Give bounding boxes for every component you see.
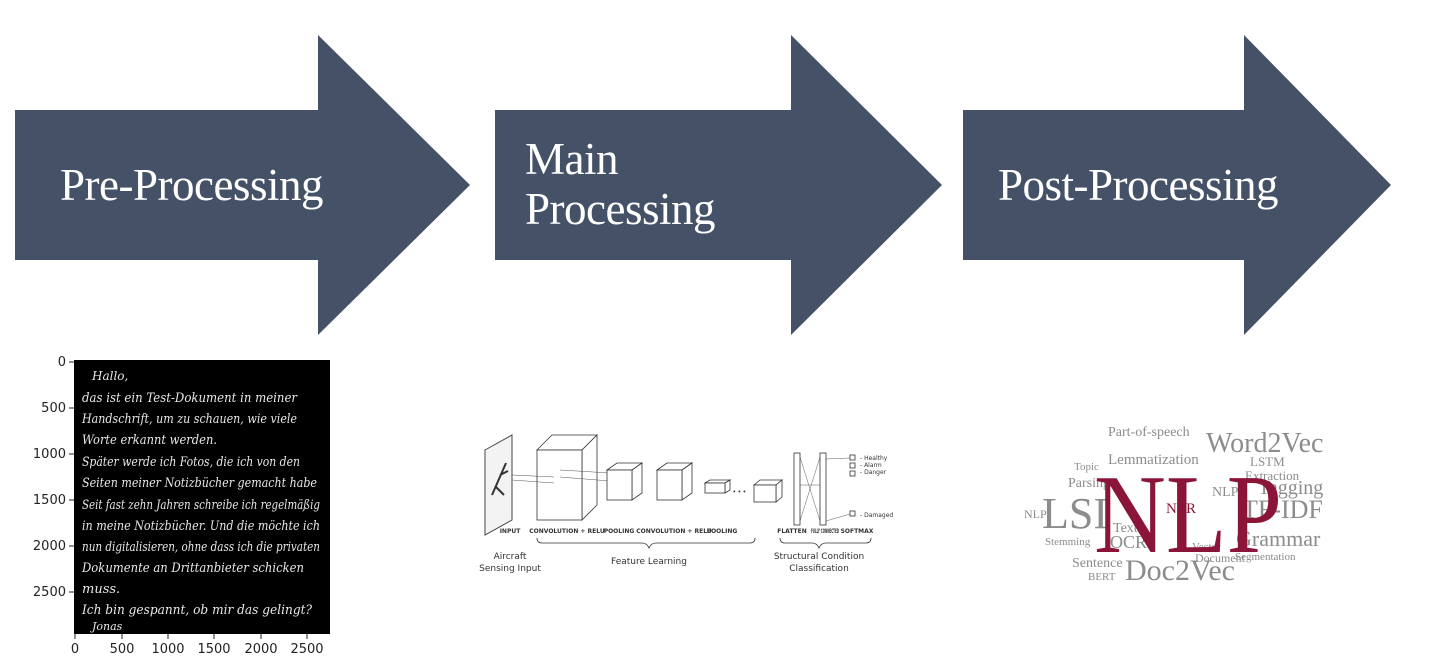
pool-layer-2: . . . [703, 479, 746, 494]
output-label: - Damaged [860, 512, 893, 519]
projection-lines [511, 469, 611, 484]
output-label: - Healthy [860, 455, 888, 462]
cloud-word: NER [1166, 501, 1196, 517]
arrow-shape [495, 35, 942, 335]
handwriting-line: Seit fast zehn Jahren schreibe ich regel… [82, 498, 320, 513]
cloud-word: Doc2Vec [1125, 554, 1235, 587]
y-tick-label: 1000 [33, 447, 66, 462]
feature-brace [536, 537, 756, 550]
nlp-wordcloud: Part-of-speech Word2Vec Lemmatization LS… [1020, 400, 1323, 604]
cloud-word: BERT [1088, 571, 1116, 583]
cloud-word: Vector [1192, 541, 1221, 553]
cloud-word: Parsing [1068, 476, 1110, 491]
arrow-shape [15, 35, 470, 335]
cloud-word: Stemming [1045, 536, 1091, 548]
handwriting-line: Dokumente an Drittanbieter schicken [81, 561, 304, 576]
cloud-word: Tagging [1258, 477, 1323, 499]
cloud-word: Topic [1074, 461, 1099, 473]
handwriting-line: Hallo, [91, 369, 128, 383]
handwritten-text: Hallo, das ist ein Test-Dokument in mein… [81, 369, 320, 633]
arrow-main-processing: Main Processing [495, 35, 965, 335]
layer-label: CONVOLUTION + RELU [636, 528, 712, 535]
input-image [484, 434, 513, 536]
cloud-word: Grammar [1236, 526, 1321, 551]
caption-features: Feature Learning [611, 557, 687, 567]
cloud-word: Part-of-speech [1108, 425, 1190, 440]
handwriting-line: nun digitalisieren, ohne dass ich die pr… [82, 540, 320, 555]
cloud-word: NLP [1212, 485, 1239, 500]
handwriting-line: muss. [82, 582, 120, 597]
handwriting-line: das ist ein Test-Dokument in meiner [82, 391, 298, 406]
svg-text:. . .: . . . [733, 485, 746, 494]
handwriting-line: Seiten meiner Notizbücher gemacht habe [82, 476, 317, 491]
cnn-diagram: . . . - Healthy - Alarm - Danger - Damag… [479, 425, 902, 589]
y-tick-label: 500 [41, 401, 66, 416]
caption-classification: Structural Condition [774, 552, 864, 562]
cloud-word: Document [1195, 551, 1246, 565]
classification-brace [779, 537, 872, 550]
layer-label: FULLY CONNECTED [811, 528, 839, 535]
handwriting-image [74, 360, 330, 634]
arrow-pre-processing: Pre-Processing [15, 35, 485, 335]
output-label: - Danger [860, 469, 887, 476]
cloud-word: Segmentation [1235, 551, 1296, 563]
output-label: - Alarm [860, 462, 882, 469]
handwriting-signature: Jonas [90, 620, 123, 633]
cloud-word: Lemmatization [1108, 452, 1199, 468]
cloud-word: LSI [1042, 489, 1108, 538]
caption-classification: Classification [789, 564, 849, 574]
cloud-word: Extraction [1245, 468, 1300, 483]
arrow-post-processing: Post-Processing [963, 35, 1433, 335]
x-tick-label: 1000 [151, 642, 184, 657]
y-tick-label: 2500 [33, 585, 66, 600]
cloud-word: NLP [1024, 507, 1047, 521]
handwriting-line: Worte erkannt werden. [82, 433, 217, 448]
cloud-word: Text [1113, 521, 1138, 536]
y-axis: 0 500 1000 1500 2000 2500 [33, 355, 74, 600]
stage-label: Pre-Processing [60, 160, 323, 210]
dense-layers [793, 452, 856, 526]
handwriting-line: Später werde ich Fotos, die ich von den [82, 455, 300, 470]
handwriting-line: Handschrift, um zu schauen, wie viele [81, 412, 297, 427]
handwriting-plot: 0 500 1000 1500 2000 2500 0 500 1000 150… [0, 350, 345, 670]
handwriting-line: Ich bin gespannt, ob mir das gelingt? [81, 603, 313, 618]
layer-label: POOLING [604, 528, 635, 535]
flatten-block [752, 479, 784, 503]
conv-layer-2 [655, 462, 694, 501]
layer-label: CONVOLUTION + RELU [529, 528, 605, 535]
y-tick-label: 2000 [33, 539, 66, 554]
pool-layer-1 [605, 462, 644, 501]
cloud-word: LSTM [1250, 454, 1285, 469]
layer-label: FLATTEN [777, 528, 807, 535]
layer-label: SOFTMAX [841, 528, 874, 535]
x-tick-label: 1500 [197, 642, 230, 657]
x-axis: 0 500 1000 1500 2000 2500 [71, 634, 324, 657]
x-tick-label: 2000 [244, 642, 277, 657]
caption-input: Sensing Input [479, 564, 541, 574]
layer-label: INPUT [500, 528, 522, 535]
y-tick-label: 0 [58, 355, 66, 370]
cloud-word: Sentence [1072, 556, 1123, 571]
y-tick-label: 1500 [33, 493, 66, 508]
layer-label: POOLING [707, 528, 738, 535]
nlp-center-word: NLP [1094, 453, 1282, 577]
cloud-word: TF-IDF [1242, 495, 1323, 524]
x-tick-label: 500 [110, 642, 135, 657]
handwriting-line: in meine Notizbücher. Und die möchte ich [82, 519, 320, 534]
cloud-word: OCR [1110, 532, 1147, 552]
arrow-shape [963, 35, 1391, 335]
x-tick-label: 0 [71, 642, 79, 657]
caption-input: Aircraft [494, 552, 527, 562]
stage-label: Post-Processing [998, 160, 1279, 210]
conv-layer-1 [536, 434, 598, 521]
stage-label: Main Processing [525, 134, 716, 234]
x-tick-label: 2500 [290, 642, 323, 657]
cloud-word: Word2Vec [1206, 428, 1323, 459]
